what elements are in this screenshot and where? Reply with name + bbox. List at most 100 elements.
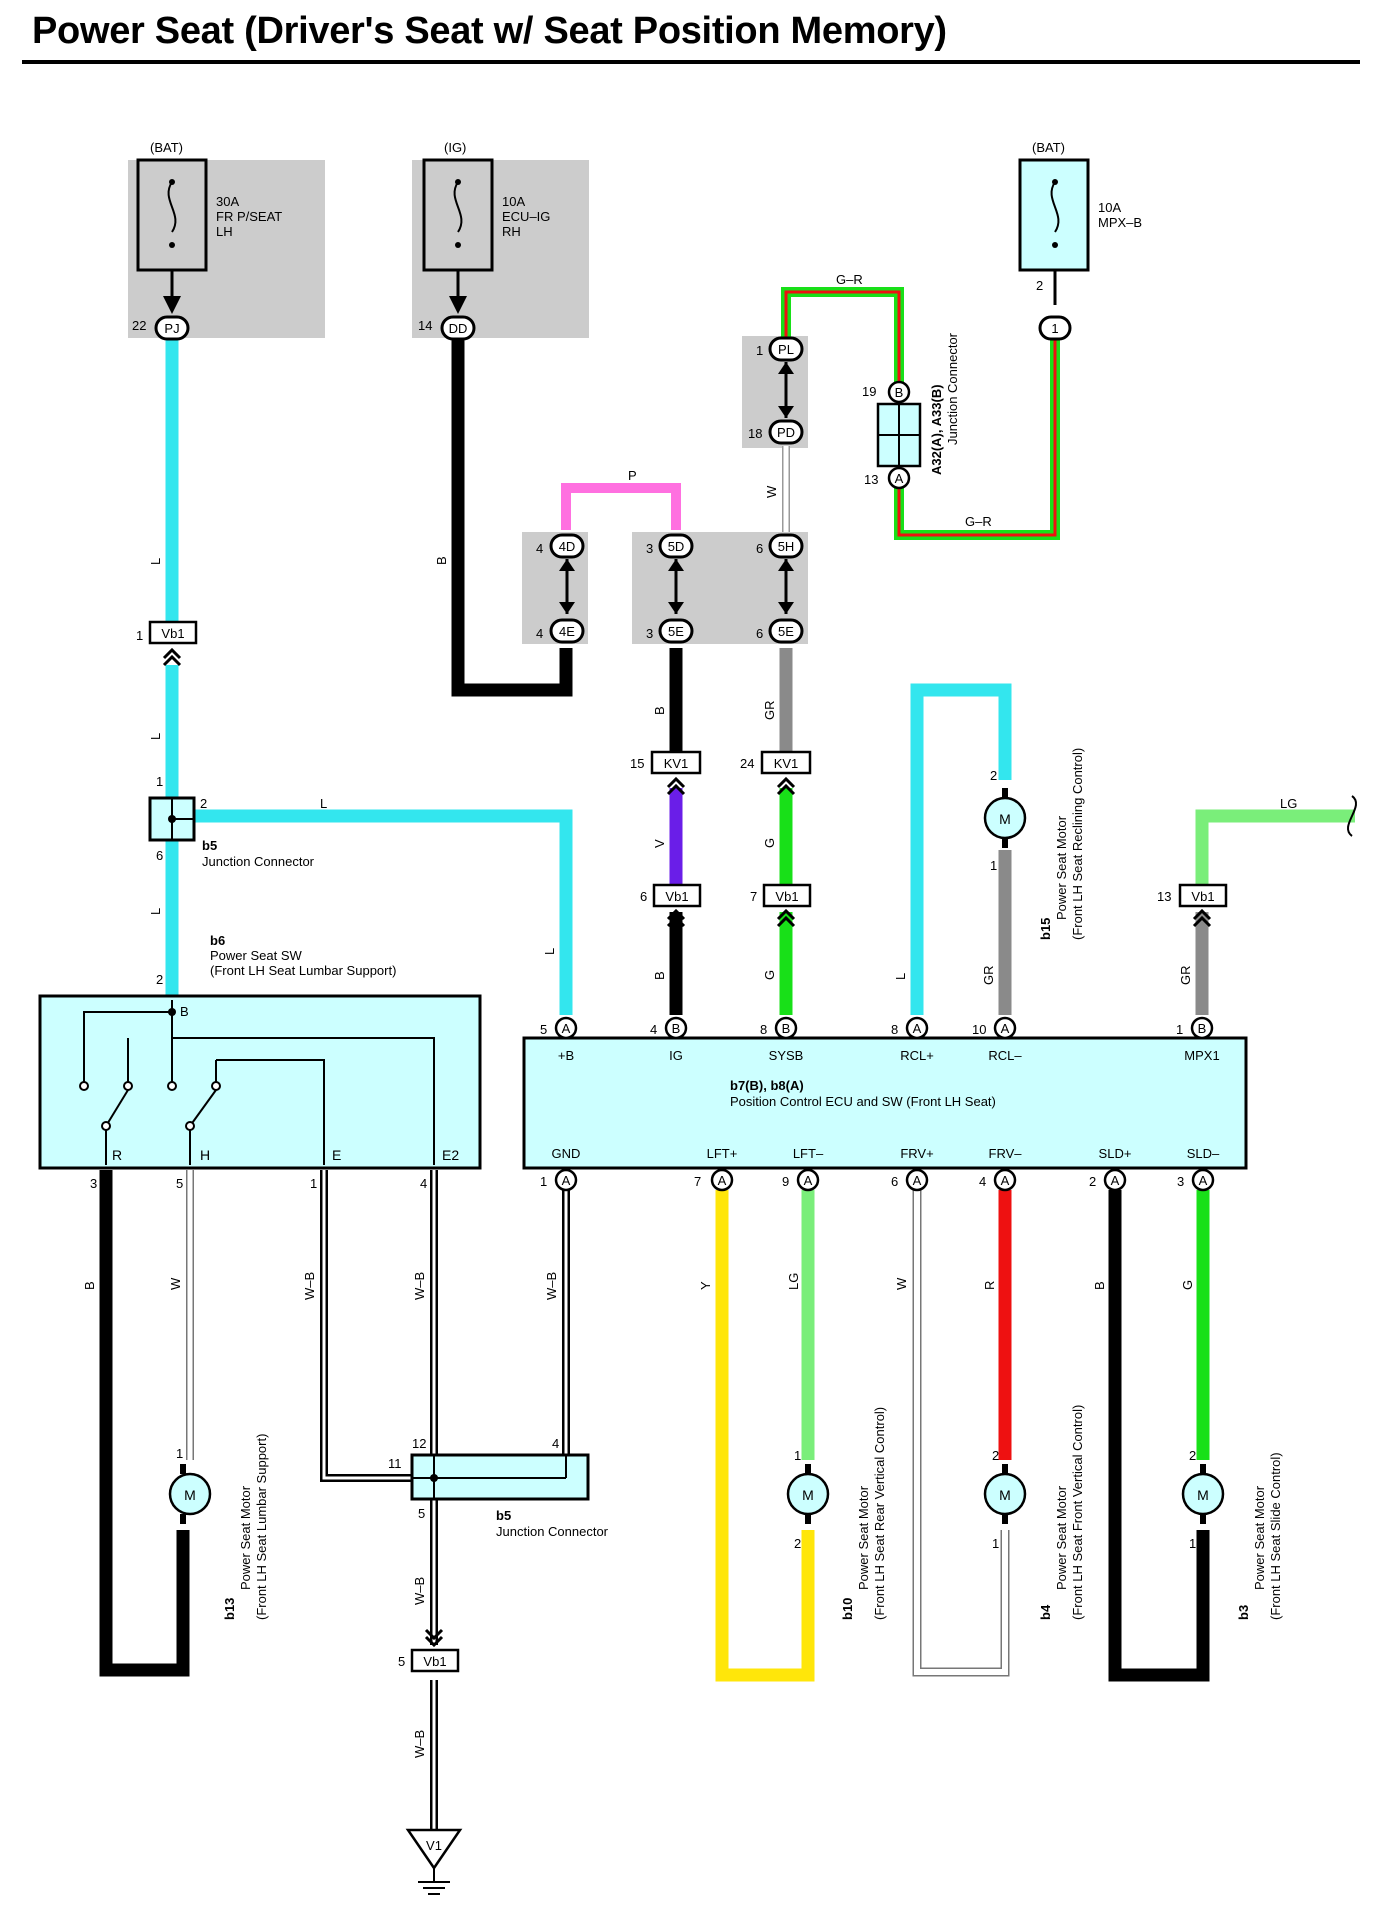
connector-5h: 6 5H [756, 533, 804, 559]
power-seat-switch-b6: b6 Power Seat SW (Front LH Seat Lumbar S… [38, 933, 482, 1191]
connector-link-4 [559, 559, 575, 614]
svg-text:5E: 5E [778, 624, 794, 639]
svg-text:SYSB: SYSB [769, 1048, 804, 1063]
ecu-top-pin-plusb: 5 A +B [540, 1016, 578, 1063]
wire-lg-top [1195, 809, 1355, 886]
svg-text:2: 2 [1189, 1448, 1196, 1463]
junction-connector-b5-bottom: 12 11 4 5 b5 Junction Connector [388, 1436, 609, 1539]
svg-text:4E: 4E [559, 624, 575, 639]
svg-text:L: L [148, 558, 163, 565]
svg-text:2: 2 [992, 1448, 999, 1463]
connector-pl: 1 PL [756, 336, 804, 362]
wire-wb-e [320, 1170, 412, 1482]
connector-kv1-left: 15 KV1 [630, 750, 702, 796]
svg-text:B: B [782, 1021, 791, 1036]
svg-text:G: G [762, 970, 777, 980]
svg-text:2: 2 [176, 1536, 183, 1551]
ecu-top-pin-ig: 4 B IG [650, 1016, 688, 1063]
svg-text:18: 18 [748, 426, 762, 441]
svg-text:L: L [148, 908, 163, 915]
connector-pd: 18 PD [748, 419, 804, 445]
svg-text:b6: b6 [210, 933, 225, 948]
svg-text:24: 24 [740, 756, 754, 771]
wire-l-rcl [910, 683, 1012, 1015]
svg-text:A: A [804, 1173, 813, 1188]
svg-text:22: 22 [132, 318, 146, 333]
svg-text:b5: b5 [496, 1508, 511, 1523]
connector-link-5d [668, 559, 684, 614]
ground-v1: V1 [405, 1828, 463, 1895]
svg-text:1: 1 [794, 1448, 801, 1463]
svg-text:W–B: W–B [412, 1730, 427, 1758]
svg-text:L: L [320, 796, 327, 811]
svg-text:9: 9 [782, 1174, 789, 1189]
svg-text:Power Seat Motor: Power Seat Motor [1252, 1485, 1267, 1590]
title-rule [22, 60, 1360, 64]
wire-g-r-bottom [894, 333, 1060, 540]
svg-text:5D: 5D [668, 539, 685, 554]
svg-text:R: R [112, 1147, 122, 1163]
svg-text:6: 6 [891, 1174, 898, 1189]
svg-text:1: 1 [540, 1174, 547, 1189]
svg-text:RCL+: RCL+ [900, 1048, 934, 1063]
svg-text:E2: E2 [442, 1147, 459, 1163]
svg-text:M: M [999, 811, 1011, 827]
junction-connector-a32: 19 B A 13 A32(A), A33(B) Junction Connec… [862, 332, 960, 490]
connector-mpx-1: 1 [1038, 315, 1072, 341]
svg-text:3: 3 [1177, 1174, 1184, 1189]
svg-text:2: 2 [156, 972, 163, 987]
svg-text:A: A [895, 471, 904, 486]
svg-text:PD: PD [777, 425, 795, 440]
svg-text:b13: b13 [222, 1598, 237, 1620]
svg-text:IG: IG [669, 1048, 683, 1063]
motor-b4: 2 M 1 b4 Power Seat Motor (Front LH Seat… [983, 1405, 1085, 1620]
wire-w-frv [912, 1190, 1010, 1677]
svg-text:RCL–: RCL– [988, 1048, 1022, 1063]
wire-p [561, 483, 681, 530]
svg-text:Junction Connector: Junction Connector [202, 854, 315, 869]
svg-text:6: 6 [640, 889, 647, 904]
connector-4e: 4 4E [536, 618, 585, 644]
connector-5d: 3 5D [646, 533, 694, 559]
svg-text:GR: GR [981, 966, 996, 986]
svg-text:10: 10 [972, 1022, 986, 1037]
svg-text:PJ: PJ [164, 321, 179, 336]
svg-text:V: V [652, 839, 667, 848]
svg-text:B: B [652, 706, 667, 715]
position-control-ecu: b7(B), b8(A) Position Control ECU and SW… [522, 1036, 1248, 1170]
svg-text:RH: RH [502, 224, 521, 239]
svg-text:W–B: W–B [412, 1272, 427, 1300]
connector-kv1-right: 24 KV1 [740, 750, 812, 796]
svg-text:ECU–IG: ECU–IG [502, 209, 550, 224]
svg-text:W–B: W–B [302, 1272, 317, 1300]
svg-text:E: E [332, 1147, 341, 1163]
svg-text:+B: +B [558, 1048, 574, 1063]
connector-vb1-left: 1 Vb1 [136, 620, 198, 667]
svg-text:A32(A), A33(B): A32(A), A33(B) [929, 384, 944, 475]
wire-b-sld [1108, 1190, 1210, 1682]
svg-text:10A: 10A [502, 194, 525, 209]
svg-text:4D: 4D [559, 539, 576, 554]
ecu-bot-pin-frv-plus: FRV+ 6 A [891, 1146, 934, 1192]
svg-text:A: A [562, 1173, 571, 1188]
svg-text:Power Seat Motor: Power Seat Motor [238, 1485, 253, 1590]
svg-text:(Front LH Seat Lumbar Support): (Front LH Seat Lumbar Support) [254, 1434, 269, 1620]
fuse-ecu-ig-rh: (IG) 10A ECU–IG RH 14 [418, 140, 550, 333]
svg-text:1: 1 [1189, 1536, 1196, 1551]
svg-text:3: 3 [646, 541, 653, 556]
svg-text:Junction Connector: Junction Connector [945, 332, 960, 445]
svg-text:(Front LH Seat Reclining Contr: (Front LH Seat Reclining Control) [1070, 748, 1085, 940]
connector-link-5h [778, 559, 794, 614]
svg-text:4: 4 [979, 1174, 986, 1189]
svg-text:1: 1 [156, 774, 163, 789]
svg-text:(Front LH Seat Front Vertical: (Front LH Seat Front Vertical Control) [1070, 1405, 1085, 1620]
ecu-bot-pin-gnd: GND 1 A [540, 1146, 580, 1192]
svg-text:5H: 5H [778, 539, 795, 554]
ecu-bot-pin-sld-minus: SLD– 3 A [1177, 1146, 1220, 1192]
svg-text:GR: GR [762, 701, 777, 721]
svg-text:7: 7 [750, 889, 757, 904]
svg-text:1: 1 [1051, 321, 1058, 336]
junction-connector-b5-top: 1 2 6 b5 Junction Connector [148, 774, 315, 869]
wire-break-symbol [1346, 795, 1358, 837]
